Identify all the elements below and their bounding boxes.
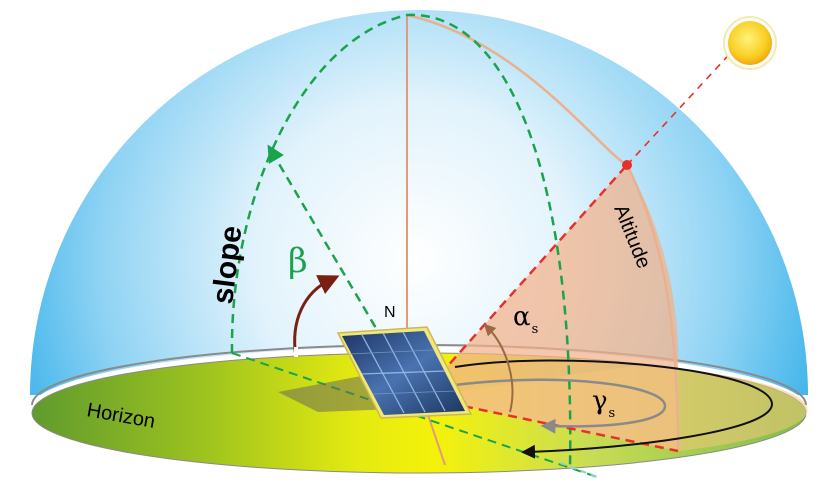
alpha-symbol: αs <box>513 302 538 337</box>
panel-normal-arrow <box>267 144 385 341</box>
alpha-subscript: s <box>532 322 539 337</box>
sun-icon <box>723 16 777 70</box>
sun-ray <box>419 164 628 398</box>
azimuth-sector <box>420 365 808 451</box>
meridian-lower <box>427 414 446 466</box>
slope-ground-line <box>231 352 601 479</box>
gamma-main: γ <box>592 386 608 416</box>
gamma-symbol: γs <box>592 386 615 421</box>
slope-ground-line-extension <box>559 462 601 479</box>
azimuth-inner-arc <box>454 378 667 434</box>
alpha-main: α <box>513 302 531 332</box>
azimuth-outer-arc <box>454 359 774 459</box>
gamma-subscript: s <box>609 406 616 421</box>
sun-position-marker <box>622 160 632 170</box>
solar-panel-icon <box>336 326 473 419</box>
beta-symbol: β <box>288 241 308 281</box>
sun-ray-to-sun <box>626 45 738 166</box>
slope-great-circle <box>230 13 572 469</box>
altitude-angle-arc <box>483 323 514 413</box>
tilt-angle-arc <box>293 275 340 358</box>
north-label: N <box>384 304 396 321</box>
